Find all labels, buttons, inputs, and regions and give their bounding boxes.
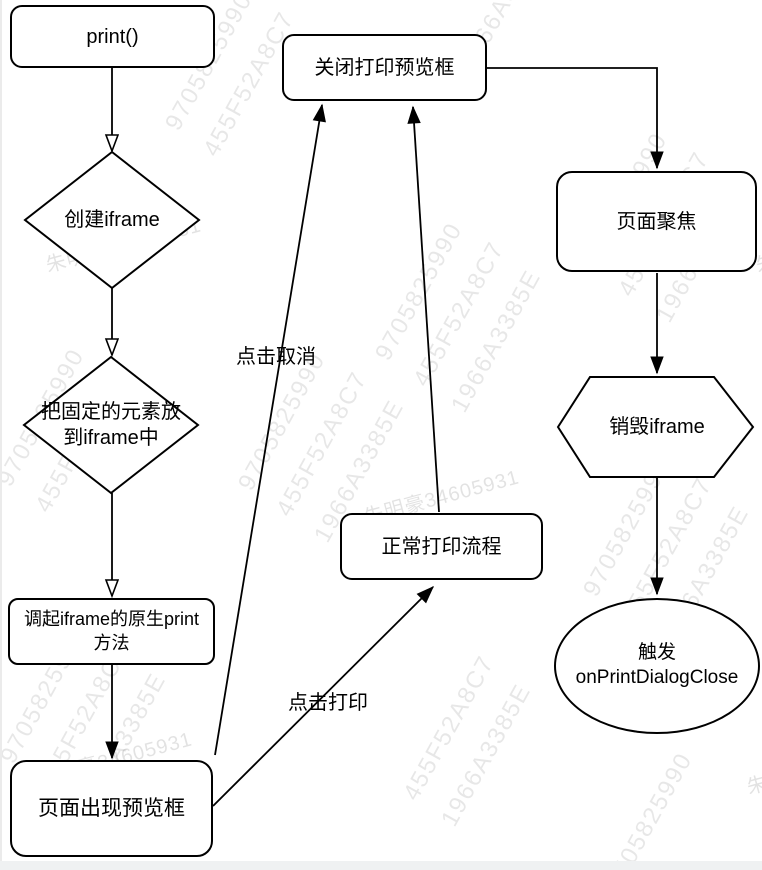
node-page-focus-label: 页面聚焦: [616, 210, 697, 233]
edge-preview-print-to-normal: [212, 585, 435, 807]
edge-preview-cancel-to-close: [214, 103, 326, 756]
edge-normal-to-close: [407, 105, 440, 513]
edge-label-click-print: 点击打印: [288, 692, 368, 714]
page-left-edge: [0, 0, 2, 870]
node-create-iframe-label: 创建iframe: [64, 209, 160, 231]
node-destroy-iframe: 销毁iframe: [560, 377, 754, 477]
node-normal-print-flow: 正常打印流程: [340, 513, 543, 580]
node-call-native-print: 调起iframe的原生print 方法: [8, 598, 215, 665]
node-call-native-print-label: 调起iframe的原生print 方法: [23, 609, 200, 653]
node-close-print-preview-label: 关闭打印预览框: [314, 56, 455, 79]
page-bottom-strip: [0, 861, 762, 870]
node-page-focus: 页面聚焦: [556, 171, 757, 272]
node-put-fixed-elements: 把固定的元素放 到iframe中: [26, 357, 196, 493]
node-put-fixed-elements-label: 把固定的元素放 到iframe中: [41, 401, 181, 449]
node-preview-appears: 页面出现预览框: [10, 760, 213, 857]
hexagon-destroy-iframe-shape: [556, 376, 755, 478]
node-print-label: print(): [86, 25, 139, 48]
node-destroy-iframe-label: 销毁iframe: [609, 416, 705, 438]
node-close-print-preview: 关闭打印预览框: [282, 34, 487, 101]
node-normal-print-flow-label: 正常打印流程: [381, 535, 502, 558]
edge-label-click-cancel: 点击取消: [236, 346, 316, 368]
node-create-iframe: 创建iframe: [27, 152, 197, 288]
node-trigger-onprintdialogclose-label: 触发 onPrintDialogClose: [575, 642, 739, 688]
node-preview-appears-label: 页面出现预览框: [38, 796, 185, 820]
node-print: print(): [10, 5, 215, 68]
node-trigger-onprintdialogclose: 触发 onPrintDialogClose: [554, 598, 760, 734]
edge-close-to-page-focus: [487, 67, 664, 170]
diamond-put-fixed-elements-shape: [22, 355, 200, 495]
